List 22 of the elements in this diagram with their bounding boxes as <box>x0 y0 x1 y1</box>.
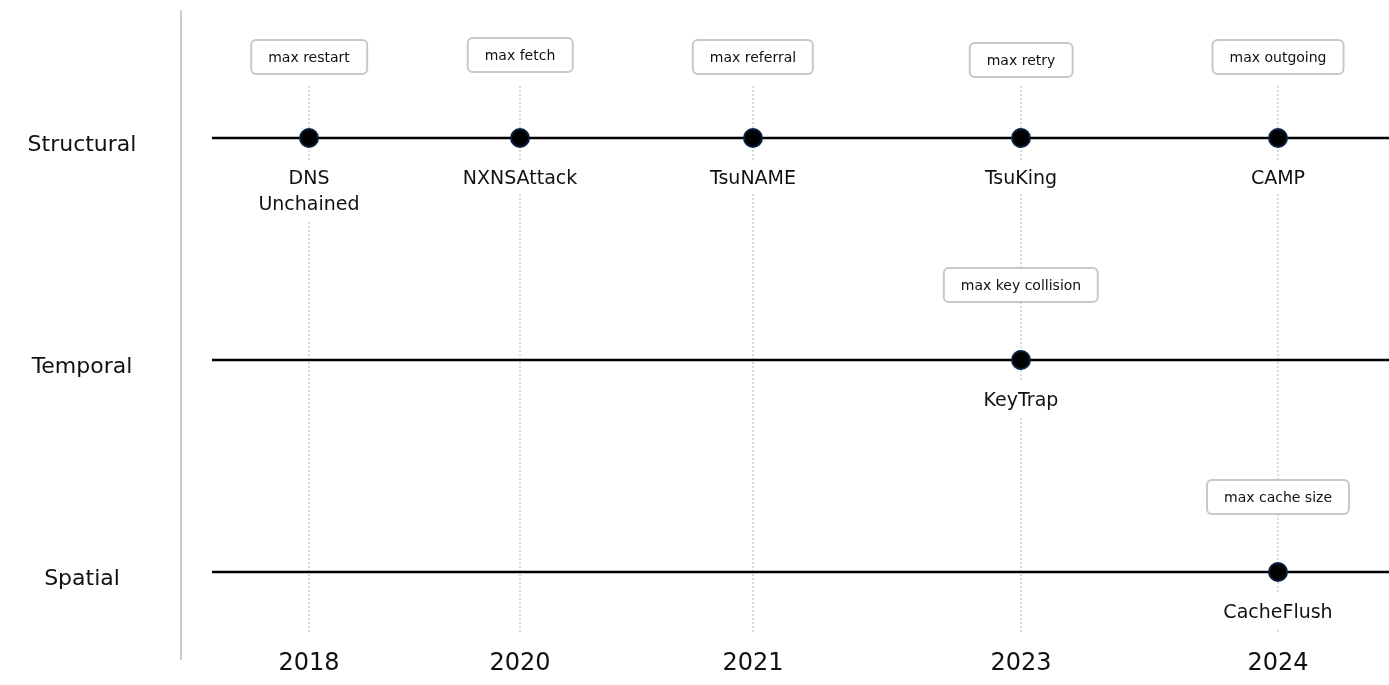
year-label: 2018 <box>278 648 340 676</box>
row-label: Spatial <box>44 564 120 590</box>
limit-tag: max outgoing <box>1211 39 1345 75</box>
timeline-dot <box>299 128 319 148</box>
year-label: 2021 <box>722 648 784 676</box>
limit-tag: max fetch <box>466 37 574 73</box>
year-label: 2024 <box>1247 648 1309 676</box>
timeline-dot <box>510 128 530 148</box>
limit-tag: max restart <box>250 39 368 75</box>
timeline-dot <box>1268 128 1288 148</box>
row-label: Temporal <box>31 352 133 378</box>
timeline-dot <box>743 128 763 148</box>
timeline-dot <box>1011 350 1031 370</box>
row-label: Structural <box>27 130 137 156</box>
year-label: 2023 <box>990 648 1052 676</box>
limit-tag: max retry <box>968 42 1074 78</box>
limit-tag: max referral <box>691 39 815 75</box>
year-label: 2020 <box>489 648 551 676</box>
limit-tag: max cache size <box>1206 479 1350 515</box>
timeline-dot <box>1268 562 1288 582</box>
limit-tag: max key collision <box>942 267 1100 303</box>
timeline-dot <box>1011 128 1031 148</box>
